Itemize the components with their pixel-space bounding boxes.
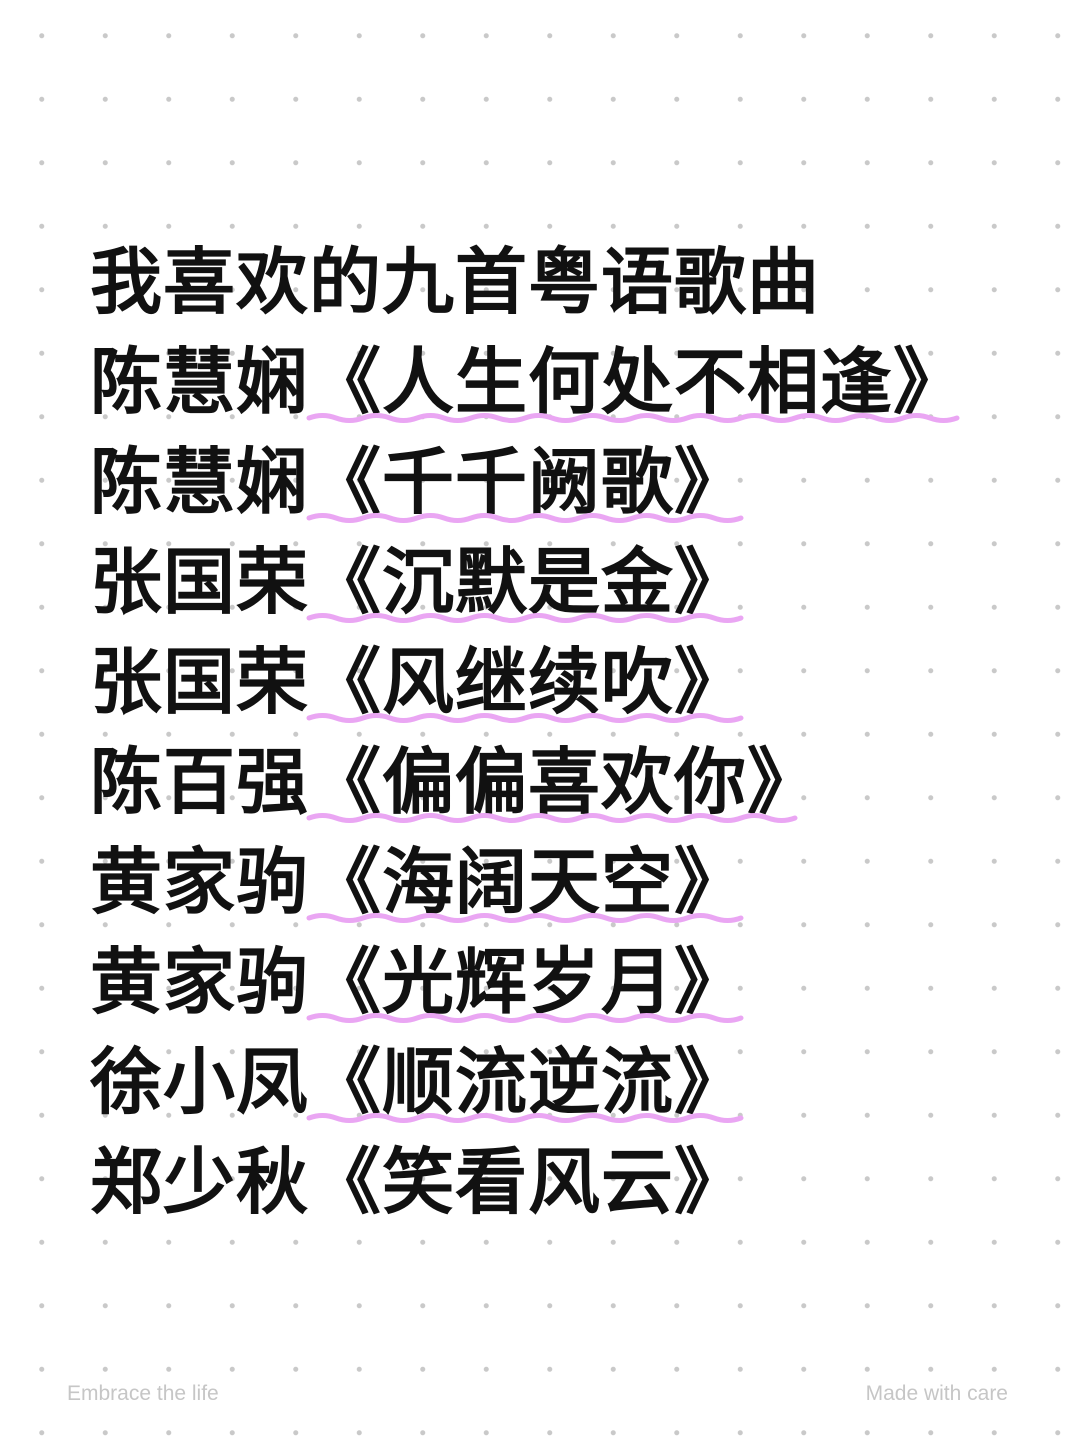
song-row: 徐小凤《顺流逆流》 (90, 1032, 1050, 1132)
wavy-underline (306, 413, 960, 423)
wavy-underline-stroke (306, 613, 744, 623)
artist-name: 徐小凤 (90, 1040, 310, 1124)
song-title: 《光辉岁月》 (306, 932, 748, 1032)
song-title: 《风继续吹》 (306, 632, 748, 732)
footer-right-caption: Made with care (865, 1382, 1008, 1405)
wavy-underline-stroke (306, 413, 960, 423)
wavy-underline (306, 913, 744, 923)
song-list-card: 我喜欢的九首粤语歌曲 陈慧娴《人生何处不相逢》 陈慧娴《千千阙歌》 张国荣《沉默… (90, 232, 1050, 1232)
song-row: 张国荣《风继续吹》 (90, 632, 1050, 732)
artist-name: 陈百强 (90, 740, 310, 824)
wavy-underline-stroke (306, 1013, 744, 1023)
wavy-underline (306, 813, 798, 823)
song-title-text: 《风继续吹》 (309, 640, 748, 724)
song-title-text: 《偏偏喜欢你》 (309, 740, 821, 824)
wavy-underline-stroke (306, 1113, 744, 1123)
artist-name: 陈慧娴 (90, 340, 310, 424)
song-title: 《沉默是金》 (306, 532, 748, 632)
song-title: 《顺流逆流》 (306, 1032, 748, 1132)
song-row: 陈慧娴《人生何处不相逢》 (90, 332, 1050, 432)
song-title: 《笑看风云》 (309, 1132, 747, 1232)
wavy-underline (306, 1013, 744, 1023)
song-title-text: 《顺流逆流》 (309, 1040, 748, 1124)
song-row: 陈慧娴《千千阙歌》 (90, 432, 1050, 532)
song-title: 《千千阙歌》 (306, 432, 748, 532)
artist-name: 张国荣 (90, 540, 310, 624)
song-title: 《偏偏喜欢你》 (306, 732, 821, 832)
song-row: 黄家驹《光辉岁月》 (90, 932, 1050, 1032)
song-row: 张国荣《沉默是金》 (90, 532, 1050, 632)
artist-name: 黄家驹 (90, 940, 310, 1024)
wavy-underline-stroke (306, 713, 744, 723)
song-title-text: 《光辉岁月》 (309, 940, 748, 1024)
artist-name: 黄家驹 (90, 840, 310, 924)
wavy-underline-stroke (306, 913, 744, 923)
wavy-underline (306, 713, 744, 723)
artist-name: 郑少秋 (90, 1140, 310, 1224)
wavy-underline (306, 613, 744, 623)
song-title-text: 《海阔天空》 (309, 840, 748, 924)
footer-left-caption: Embrace the life (67, 1382, 219, 1405)
wavy-underline (306, 1113, 744, 1123)
song-row: 黄家驹《海阔天空》 (90, 832, 1050, 932)
artist-name: 张国荣 (90, 640, 310, 724)
wavy-underline-stroke (306, 813, 798, 823)
song-title-text: 《笑看风云》 (309, 1140, 748, 1224)
wavy-underline-stroke (306, 513, 744, 523)
song-title-text: 《千千阙歌》 (309, 440, 748, 524)
song-title: 《海阔天空》 (306, 832, 748, 932)
page-title: 我喜欢的九首粤语歌曲 (90, 240, 821, 324)
song-title: 《人生何处不相逢》 (306, 332, 967, 432)
song-row: 郑少秋《笑看风云》 (90, 1132, 1050, 1232)
artist-name: 陈慧娴 (90, 440, 310, 524)
wavy-underline (306, 513, 744, 523)
song-row: 陈百强《偏偏喜欢你》 (90, 732, 1050, 832)
song-title-text: 《沉默是金》 (309, 540, 748, 624)
song-title-text: 《人生何处不相逢》 (309, 340, 967, 424)
